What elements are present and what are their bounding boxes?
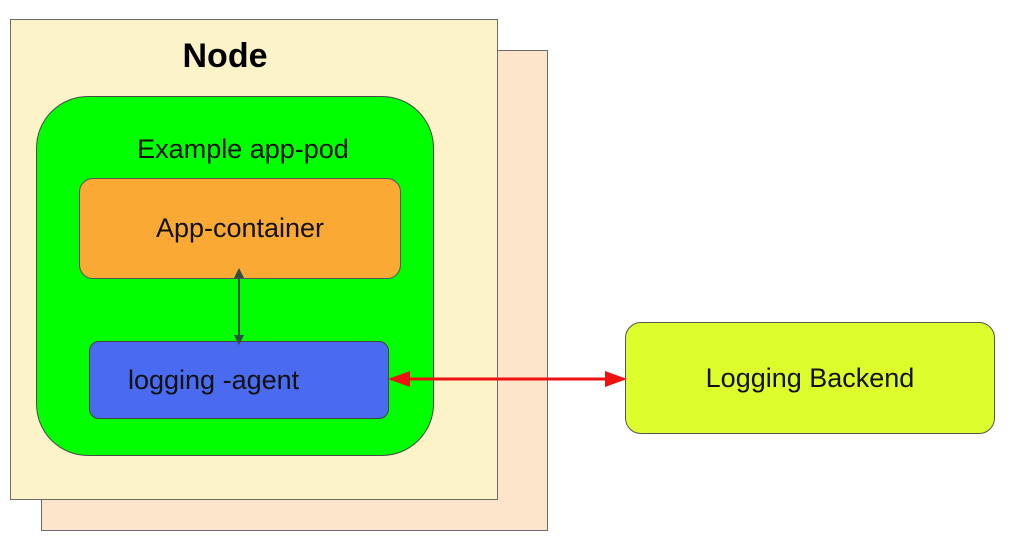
logging-agent-label: logging -agent [128, 365, 300, 395]
app-container-box: App-container [79, 178, 401, 279]
node-title: Node [182, 37, 268, 75]
logging-backend-label: Logging Backend [705, 362, 915, 393]
pod-label: Example app-pod [137, 134, 349, 164]
logging-agent-box: logging -agent [89, 341, 389, 419]
app-container-label: App-container [155, 213, 325, 243]
logging-backend-box: Logging Backend [625, 322, 995, 434]
